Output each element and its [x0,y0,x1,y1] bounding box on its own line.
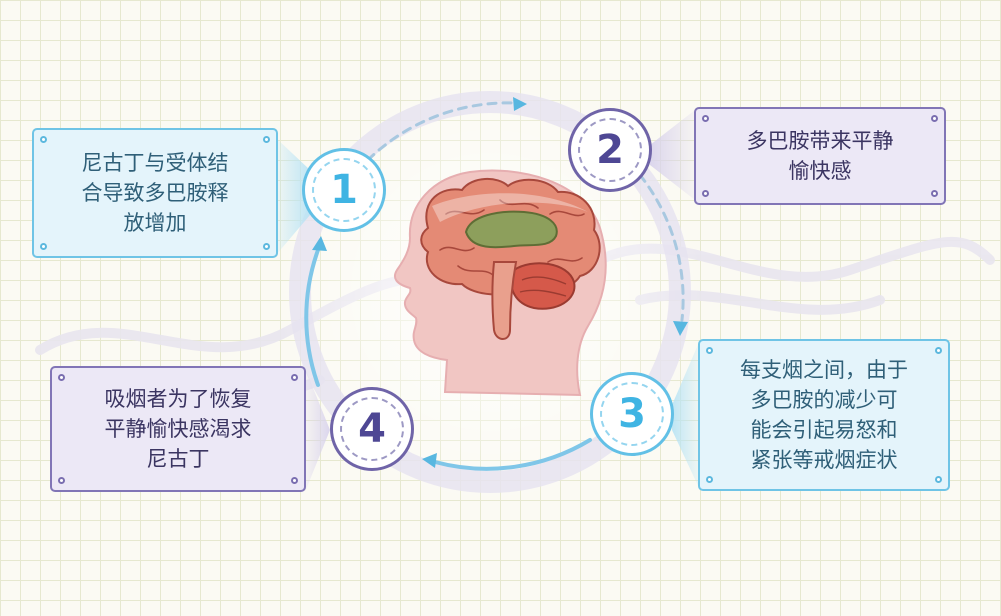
cerebellum [510,262,576,310]
step-4-box: 吸烟者为了恢复 平静愉快感渴求 尼古丁 [50,366,306,492]
step-4-circle: 4 [330,387,414,471]
connector-beam-2 [650,110,695,200]
step-4-text: 吸烟者为了恢复 平静愉快感渴求 尼古丁 [104,387,252,471]
step-4-number: 4 [358,406,386,452]
step-3-text: 每支烟之间，由于 多巴胺的减少可 能会引起易怒和 紧张等戒烟症状 [740,358,908,472]
step-1-number: 1 [330,167,358,213]
step-3-number: 3 [618,391,646,437]
limbic-structure [464,210,558,249]
step-2-text: 多巴胺带来平静 愉快感 [746,129,894,183]
arrow-head-3-to-4 [422,453,437,468]
brain-illustration [420,178,601,340]
step-2-circle: 2 [568,108,652,192]
arrow-head-4-to-1 [312,236,327,251]
brain-highlight [432,193,588,222]
cycle-ring [289,91,691,493]
arrow-4-to-1 [304,248,320,387]
step-1-text: 尼古丁与受体结 合导致多巴胺释 放增加 [81,151,229,235]
step-3-circle: 3 [590,372,674,456]
brainstem [491,261,518,340]
cycle-arrows [304,97,688,471]
step-1-box: 尼古丁与受体结 合导致多巴胺释 放增加 [32,128,278,258]
connector-beam-4 [305,368,330,492]
connector-beam-3 [672,340,700,490]
step-3-box: 每支烟之间，由于 多巴胺的减少可 能会引起易怒和 紧张等戒烟症状 [698,339,950,491]
step-1-circle: 1 [302,148,386,232]
step-2-box: 多巴胺带来平静 愉快感 [694,107,946,205]
arrow-head-2-to-3 [673,321,688,336]
step-2-number: 2 [596,127,624,173]
arrow-2-to-3 [638,173,685,322]
arrow-1-to-2 [366,101,517,162]
arrow-3-to-4 [433,438,592,471]
connector-beam-1 [276,138,310,255]
arrow-head-1-to-2 [513,97,527,111]
